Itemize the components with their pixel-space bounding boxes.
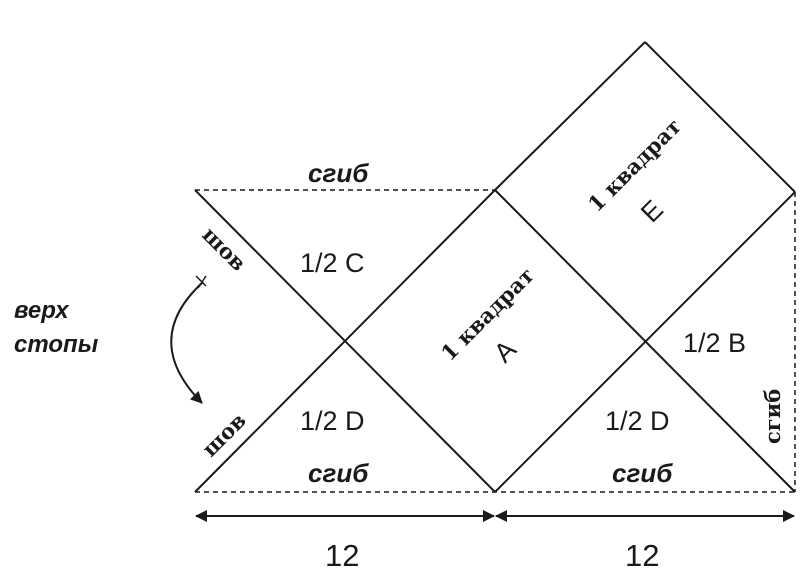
fold-label-right: сгиб	[760, 389, 785, 444]
square-a-letter: A	[488, 334, 522, 368]
square-a-label: 1 квадрат	[436, 263, 539, 366]
curved-arrow	[170, 281, 204, 404]
piece-label-half-d-right: 1/2 D	[605, 406, 670, 436]
square-e-letter: E	[635, 194, 669, 228]
piece-label-half-b: 1/2 B	[683, 328, 746, 358]
fold-label-bottom-left: сгиб	[308, 458, 369, 488]
dimension-label-right: 12	[625, 538, 659, 573]
square-a-edge-bottom	[494, 191, 796, 493]
top-of-foot-label-line1: верх	[14, 297, 70, 324]
seam-label-lower: шов	[197, 408, 251, 462]
fold-label-top: сгиб	[308, 158, 369, 188]
curved-arrow-tail	[195, 275, 207, 289]
square-e-edge-left	[494, 41, 646, 191]
piece-label-half-c: 1/2 C	[300, 248, 365, 278]
dimension-label-left: 12	[325, 538, 359, 573]
piece-label-half-d-left: 1/2 D	[300, 406, 365, 436]
fold-label-bottom-right: сгиб	[612, 458, 673, 488]
square-e-edge-right	[644, 41, 796, 193]
top-of-foot-label-line2: стопы	[14, 331, 99, 358]
seam-label-upper: шов	[197, 222, 251, 276]
seam-edge-lower	[194, 189, 496, 493]
square-e-label: 1 квадрат	[583, 114, 686, 217]
